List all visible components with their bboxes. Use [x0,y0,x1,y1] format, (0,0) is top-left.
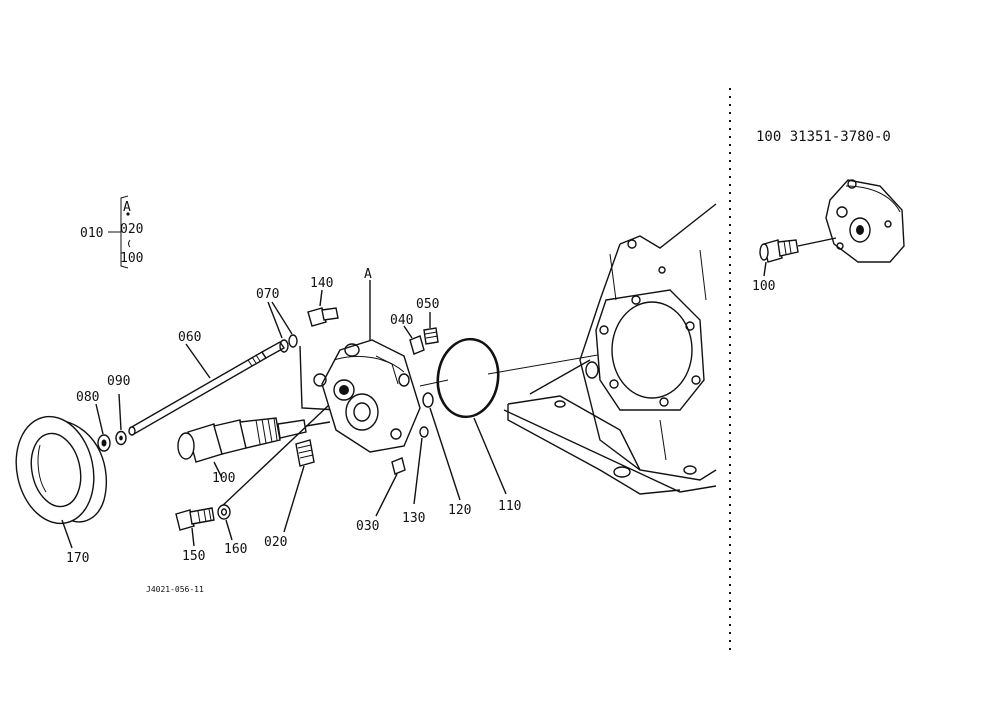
o-ring-120 [422,392,461,501]
inset-part-number: 100 31351-3780-0 [756,129,891,145]
callout-020: 020 [264,535,287,550]
group-bracket: A 010 020 100 [80,195,143,269]
bolt-150 [175,507,215,547]
inset-sender-unit [759,237,837,277]
washer-160 [217,504,233,541]
transmission-housing [503,203,717,495]
callout-130: 130 [402,511,425,526]
group-label-a: A [123,200,131,215]
washer-080 [95,403,111,452]
pin-020 [219,403,331,533]
callout-100: 100 [212,471,235,486]
washer-090 [115,393,127,446]
callout-160: 160 [224,542,247,557]
callout-050: 050 [416,297,439,312]
drawing-code: J4021-056-11 [146,585,204,594]
callout-010: 010 [80,226,103,241]
callout-140: 140 [310,276,333,291]
inset-callout-100: 100 [752,279,775,294]
callout-100-group: 100 [120,251,143,266]
o-ring-130 [413,426,429,505]
callout-110: 110 [498,499,521,514]
callout-020-group: 020 [120,222,143,237]
callout-030: 030 [356,519,379,534]
callout-070: 070 [256,287,279,302]
bolt-140 [307,289,339,327]
plug-040 [403,325,425,355]
plug-030 [375,457,406,517]
o-rings-070 [267,301,339,411]
inset-pump-body [825,179,905,263]
inset-panel: 100 31351-3780-0 100 [752,129,905,294]
callout-170: 170 [66,551,89,566]
shaft-060 [128,341,286,436]
callout-a-mark: A [364,267,372,282]
callout-090: 090 [107,374,130,389]
callout-080: 080 [76,390,99,405]
callout-150: 150 [182,549,205,564]
pump-body [313,280,421,453]
callout-120: 120 [448,503,471,518]
plug-050 [423,312,439,345]
callout-040: 040 [390,313,413,328]
sender-unit-100 [177,417,331,479]
callout-060: 060 [178,330,201,345]
oil-seal-170 [15,415,108,549]
